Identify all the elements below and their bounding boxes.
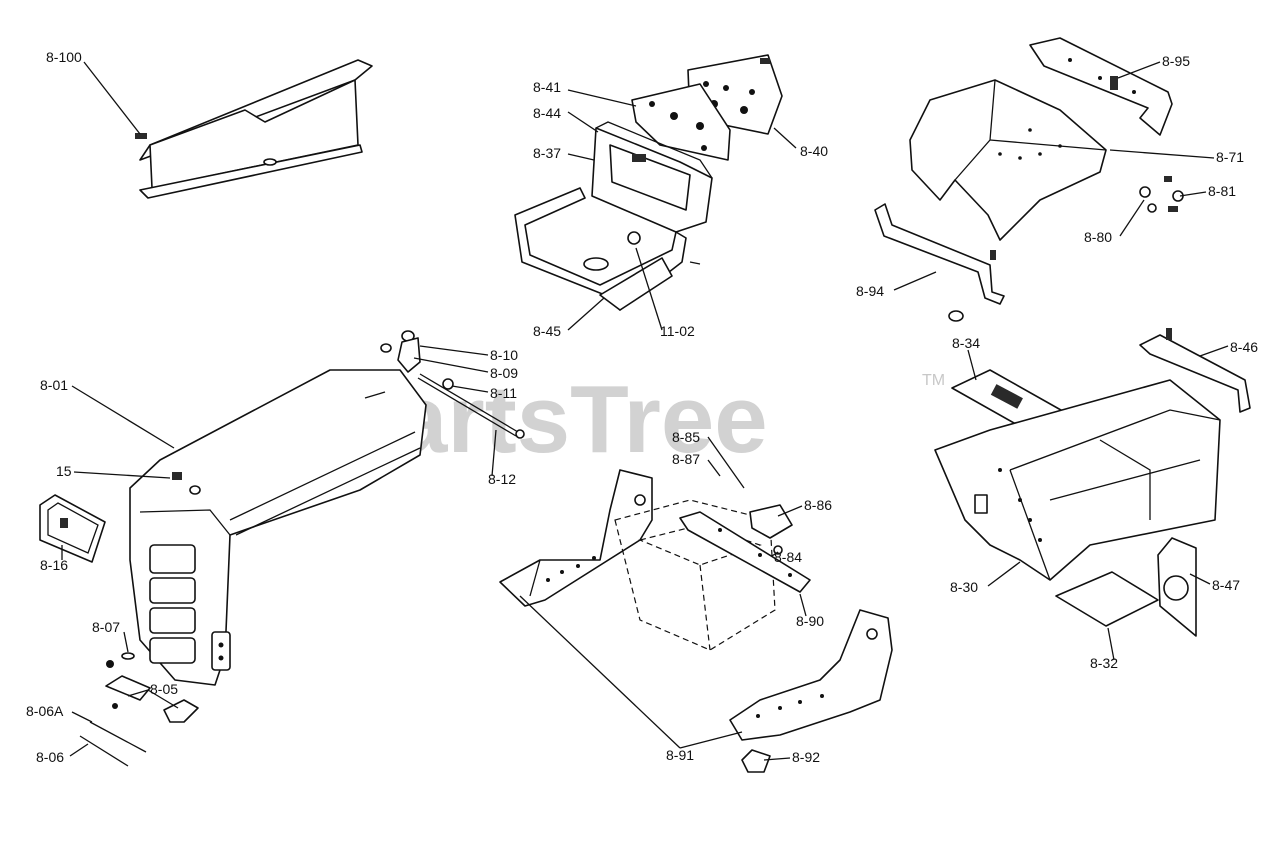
part-8-100-bracket [135, 59, 373, 199]
part-8-46-bracket [1139, 328, 1251, 413]
callout-8-32: 8-32 [1090, 655, 1118, 671]
callout-8-85: 8-85 [672, 429, 700, 445]
callout-8-86: 8-86 [804, 497, 832, 513]
callout-8-30: 8-30 [950, 579, 978, 595]
part-8-90-rail [679, 504, 811, 593]
leader-lines [61, 61, 1229, 761]
callout-8-06A: 8-06A [26, 703, 64, 719]
callout-8-95: 8-95 [1162, 53, 1190, 69]
callout-8-41: 8-41 [533, 79, 561, 95]
part-8-95-bracket [1029, 37, 1173, 136]
callout-8-06: 8-06 [36, 749, 64, 765]
part-8-71-hood [909, 79, 1107, 241]
part-8-94-bracket [874, 203, 1005, 322]
part-8-80-8-81-hardware [1139, 176, 1184, 213]
part-8-05-8-06-hinge [79, 652, 199, 767]
callout-8-40: 8-40 [800, 143, 828, 159]
callout-8-81: 8-81 [1208, 183, 1236, 199]
callout-8-34: 8-34 [952, 335, 980, 351]
callout-labels: 8-100 8-41 8-44 8-37 8-40 8-45 11-02 8-9… [26, 49, 1258, 765]
callout-8-12: 8-12 [488, 471, 516, 487]
callout-8-91: 8-91 [666, 747, 694, 763]
callout-8-80: 8-80 [1084, 229, 1112, 245]
watermark-trademark: TM [922, 372, 945, 389]
callout-8-84: 8-84 [774, 549, 802, 565]
callout-8-16: 8-16 [40, 557, 68, 573]
callout-15: 15 [56, 463, 72, 479]
part-8-16-emblem [39, 494, 106, 563]
callout-8-100: 8-100 [46, 49, 82, 65]
callout-8-37: 8-37 [533, 145, 561, 161]
callout-8-01: 8-01 [40, 377, 68, 393]
part-8-30-frame [934, 379, 1221, 581]
part-8-41-plate [631, 83, 731, 161]
callout-8-05: 8-05 [150, 681, 178, 697]
part-8-91-footrest-right [729, 609, 893, 741]
callout-8-90: 8-90 [796, 613, 824, 629]
callout-8-94: 8-94 [856, 283, 884, 299]
callout-8-11: 8-11 [490, 385, 517, 401]
callout-8-45: 8-45 [533, 323, 561, 339]
callout-8-71: 8-71 [1216, 149, 1244, 165]
part-8-01-hood [129, 369, 427, 686]
callout-8-09: 8-09 [490, 365, 518, 381]
part-8-91-footrest-left [499, 469, 653, 607]
callout-8-92: 8-92 [792, 749, 820, 765]
part-8-44-8-37-dash [591, 121, 713, 233]
callout-8-44: 8-44 [533, 105, 561, 121]
callout-8-10: 8-10 [490, 347, 518, 363]
part-8-32-plate [1055, 571, 1159, 627]
callout-11-02: 11-02 [660, 323, 695, 339]
part-8-45-pan [514, 187, 701, 311]
part-8-10-8-12-latch [380, 330, 525, 439]
callout-8-47: 8-47 [1212, 577, 1240, 593]
callout-8-07: 8-07 [92, 619, 120, 635]
callout-8-46: 8-46 [1230, 339, 1258, 355]
part-8-92-clip [741, 749, 771, 773]
part-8-47-plate [1157, 537, 1197, 637]
part-battery-tray-dashed [614, 499, 776, 651]
callout-8-87: 8-87 [672, 451, 700, 467]
